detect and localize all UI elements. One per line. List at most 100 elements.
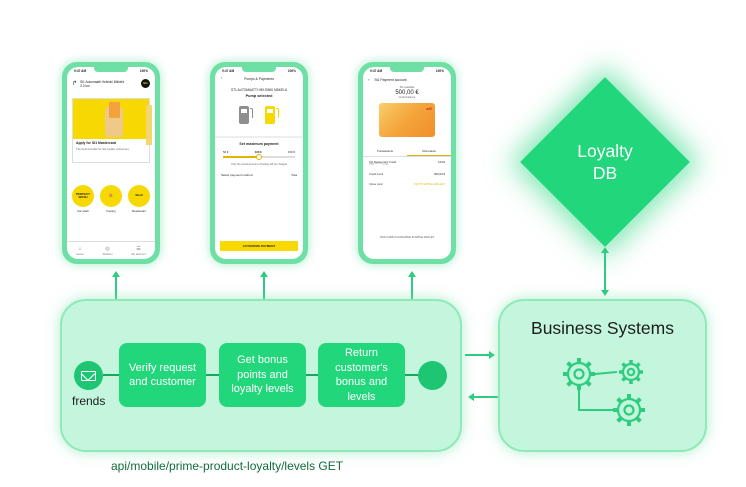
payment-card-image: st1 bbox=[379, 103, 435, 137]
tab-information[interactable]: Information bbox=[407, 147, 451, 156]
menu-icon: ☰ bbox=[136, 245, 141, 252]
service-shortcuts: PERFECT WASH Car wash ⛽ Fueling Shell Re… bbox=[67, 185, 155, 213]
status-bar: 9:47 AM 100% bbox=[67, 67, 155, 75]
arrow-up-phone3 bbox=[408, 271, 416, 277]
envelope-icon bbox=[81, 370, 96, 381]
shortcut-label: Fueling bbox=[106, 209, 116, 213]
flow-connector bbox=[206, 374, 219, 376]
gas-pump-icon[interactable] bbox=[239, 106, 253, 124]
info-row[interactable]: Close card PAYTO APPLE WALLET bbox=[363, 179, 451, 186]
status-time: 9:47 AM bbox=[74, 69, 87, 73]
info-key: Close card bbox=[369, 182, 383, 186]
payment-method-value: Visa bbox=[291, 172, 297, 177]
tab-home[interactable]: ⌂Home bbox=[76, 246, 83, 256]
phone-screen: 9:47 AM 100% ↱ St1 Automaatti Helsinki M… bbox=[67, 67, 155, 259]
flow-connector bbox=[306, 374, 318, 376]
back-arrow-icon[interactable]: ‹ bbox=[368, 77, 370, 82]
info-row: St1 Mastercard Credit 12/22 bbox=[363, 157, 451, 164]
payment-method-row[interactable]: Select payment method Visa bbox=[215, 173, 303, 177]
arrow-left bbox=[468, 393, 474, 401]
station-header[interactable]: ↱ St1 Automaatti Helsinki Mäkelä 3.3 km … bbox=[67, 75, 155, 92]
home-icon: ⌂ bbox=[78, 245, 82, 252]
max-payment-slider[interactable] bbox=[223, 153, 295, 160]
info-value: 600,00 € bbox=[434, 172, 445, 176]
phone-notch bbox=[242, 67, 276, 72]
max-payment-title: Set maximum payment bbox=[239, 142, 279, 146]
flow-connector bbox=[405, 374, 418, 376]
status-bar: 9:47 AM 100% bbox=[215, 67, 303, 75]
business-systems-panel bbox=[498, 299, 707, 452]
tab-transactions[interactable]: Transactions bbox=[377, 149, 393, 153]
start-event bbox=[74, 361, 103, 390]
phone-account-screen: 9:47 AM 100% ‹ St1 Payment account St1 a… bbox=[358, 62, 456, 264]
shortcut-car-wash[interactable]: PERFECT WASH Car wash bbox=[72, 185, 94, 213]
balance-label: St1 available bbox=[399, 86, 415, 89]
shortcut-fueling[interactable]: ⛽ Fueling bbox=[100, 185, 122, 213]
loyalty-db-label: Loyalty DB bbox=[545, 140, 665, 184]
shortcut-icon: PERFECT WASH bbox=[72, 185, 94, 207]
screen-header: ‹ St1 Payment account bbox=[363, 75, 451, 84]
loyalty-db-line1: Loyalty bbox=[577, 141, 633, 161]
tab-stations[interactable]: ◎Stations bbox=[103, 246, 113, 256]
step-verify-request: Verify request and customer bbox=[119, 343, 206, 407]
wallet-note: THIS CARD IS AVAILABLE IN APPLE WALLET bbox=[379, 236, 435, 239]
account-tabs: Transactions Information bbox=[363, 147, 451, 157]
fuel-pump-icon: ⛽ bbox=[100, 185, 122, 207]
arrow-right bbox=[489, 351, 495, 359]
card-brand: st1 bbox=[426, 106, 432, 111]
connector-phone1 bbox=[115, 277, 117, 300]
slider-labels: 50 € 100 € 150 € bbox=[215, 150, 303, 154]
business-systems-title: Business Systems bbox=[531, 318, 674, 338]
st1-logo: St1 bbox=[141, 79, 150, 88]
station-name: ST1 AUTOMAATTI HELSINKI MÄKELÄ bbox=[230, 88, 288, 92]
pump-selected-label: Pump selected bbox=[245, 94, 273, 98]
info-value: 12/22 bbox=[438, 160, 445, 164]
screen-title: Pumps & Payments bbox=[244, 77, 274, 81]
slider-max: 150 € bbox=[287, 150, 295, 154]
loyalty-db-line2: DB bbox=[592, 163, 618, 183]
request-connector bbox=[465, 354, 490, 356]
response-connector bbox=[474, 396, 499, 398]
navigate-arrow-icon[interactable]: ↱ bbox=[72, 81, 78, 87]
slider-knob[interactable] bbox=[256, 153, 262, 160]
tab-account[interactable]: ☰My account bbox=[131, 246, 145, 256]
phone-screen: 9:47 AM 100% ‹ St1 Payment account St1 a… bbox=[363, 67, 451, 259]
gas-pump-selected-icon[interactable] bbox=[265, 106, 279, 124]
back-arrow-icon[interactable]: ‹ bbox=[221, 76, 223, 80]
screen-header: ‹ Pumps & Payments bbox=[215, 75, 303, 83]
next-promo-peek bbox=[146, 105, 152, 145]
info-value: PAYTO APPLE WALLET bbox=[414, 182, 445, 186]
location-icon: ◎ bbox=[105, 245, 110, 252]
promo-card[interactable]: Apply for St1 Mastercard The best benefi… bbox=[72, 98, 152, 163]
tab-label: Stations bbox=[102, 251, 113, 256]
promo-subtitle: The best benefits for St1 loyalty custom… bbox=[76, 147, 129, 151]
step-return-bonus: Return customer's bonus and levels bbox=[318, 343, 405, 407]
payment-method-label: Select payment method bbox=[221, 172, 253, 177]
arrow-up-phone2 bbox=[260, 271, 268, 277]
divider bbox=[215, 136, 303, 138]
arrow-down-business bbox=[601, 290, 609, 296]
station-name: St1 Automaatti Helsinki Mäkelä bbox=[80, 79, 124, 84]
card-graphic bbox=[109, 102, 120, 118]
promo-title: Apply for St1 Mastercard bbox=[76, 141, 117, 145]
authorize-payment-button[interactable]: AUTHORIZE PAYMENT bbox=[220, 241, 298, 251]
slider-value: 100 € bbox=[254, 150, 262, 154]
gears-icon bbox=[563, 358, 645, 426]
pump-choices bbox=[215, 106, 303, 124]
shortcut-restaurant[interactable]: Shell Restaurant bbox=[128, 185, 150, 213]
tab-bar: ⌂Home ◎Stations ☰My account bbox=[67, 241, 155, 259]
shortcut-label: Car wash bbox=[77, 209, 89, 213]
screen-title: St1 Payment account bbox=[374, 77, 407, 82]
step-get-bonus-points: Get bonus points and loyalty levels bbox=[219, 343, 306, 407]
status-time: 9:47 AM bbox=[222, 69, 235, 73]
shortcut-icon: Shell bbox=[128, 185, 150, 207]
info-row: Credit Limit 600,00 € bbox=[363, 169, 451, 176]
api-endpoint-label: api/mobile/prime-product-loyalty/levels … bbox=[111, 459, 344, 473]
status-time: 9:47 AM bbox=[370, 69, 383, 73]
db-connector bbox=[604, 252, 606, 292]
shortcut-label: Restaurant bbox=[132, 209, 146, 213]
slider-fill bbox=[223, 156, 259, 158]
end-event bbox=[418, 361, 447, 390]
trigger-label: frends bbox=[72, 394, 106, 408]
station-distance: 3.3 km bbox=[80, 83, 90, 88]
